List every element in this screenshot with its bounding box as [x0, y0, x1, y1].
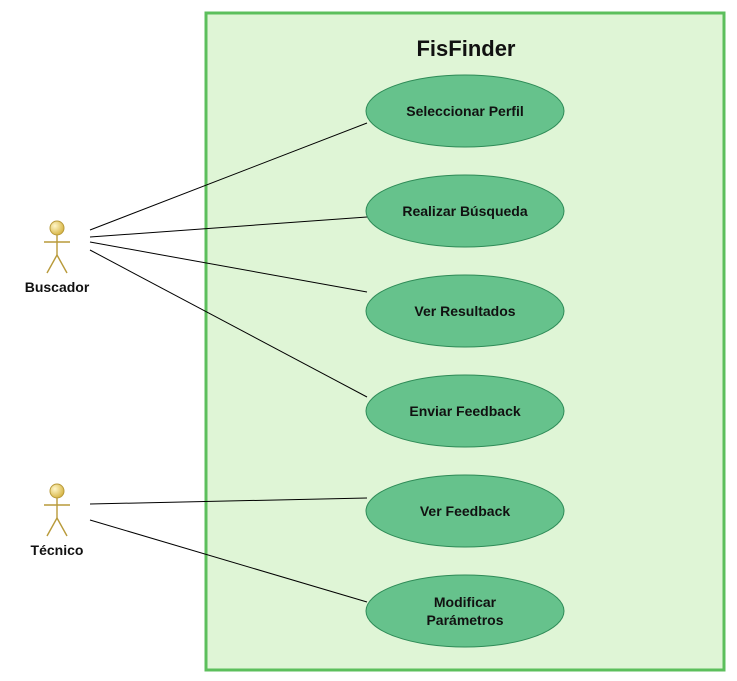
association-buscador-seleccionar-perfil [89, 122, 368, 231]
use-case-ellipse [365, 174, 565, 248]
use-case-label: Seleccionar Perfil [406, 103, 524, 119]
actor-tecnico[interactable]: Técnico [31, 483, 84, 558]
association-buscador-enviar-feedback [89, 249, 368, 398]
use-case-label: Modificar [434, 594, 497, 610]
associations [89, 122, 368, 603]
association-tecnico-modificar-parametros [89, 519, 368, 603]
use-case-ver-feedback[interactable]: Ver Feedback [365, 474, 565, 548]
use-case-label: Parámetros [426, 612, 503, 628]
association-buscador-realizar-busqueda [89, 216, 368, 238]
use-case-ver-resultados[interactable]: Ver Resultados [365, 274, 565, 348]
actor-label: Técnico [31, 542, 84, 558]
use-case-label: Ver Resultados [414, 303, 515, 319]
use-case-ellipse [365, 274, 565, 348]
use-case-label: Enviar Feedback [409, 403, 520, 419]
actor-buscador[interactable]: Buscador [25, 220, 90, 295]
use-case-ellipse [365, 474, 565, 548]
system-title: FisFinder [416, 36, 515, 61]
stick-figure-icon [44, 220, 70, 274]
stick-figure-icon [44, 483, 70, 537]
use-case-realizar-busqueda[interactable]: Realizar Búsqueda [365, 174, 565, 248]
use-case-label: Ver Feedback [420, 503, 510, 519]
use-case-label: Realizar Búsqueda [402, 203, 527, 219]
use-case-ellipse [365, 574, 565, 648]
use-case-ellipse [365, 374, 565, 448]
association-buscador-ver-resultados [89, 241, 368, 293]
actor-label: Buscador [25, 279, 90, 295]
use-case-enviar-feedback[interactable]: Enviar Feedback [365, 374, 565, 448]
association-tecnico-ver-feedback [89, 497, 368, 505]
use-case-ellipse [365, 74, 565, 148]
use-case-seleccionar-perfil[interactable]: Seleccionar Perfil [365, 74, 565, 148]
